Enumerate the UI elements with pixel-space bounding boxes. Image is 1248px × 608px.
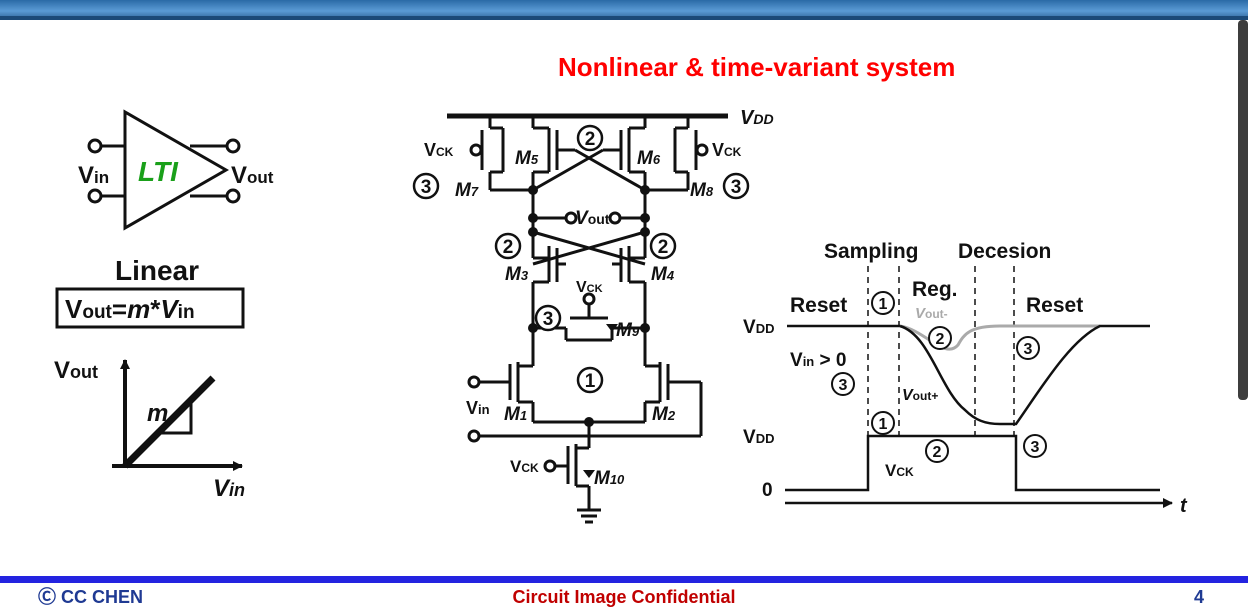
graph-vout-axis-label: Vout (54, 357, 98, 384)
phase-label-decesion: Decesion (958, 240, 1051, 263)
label-m3: M3 (505, 264, 529, 285)
circuit-vck-m9: VCK (576, 279, 603, 296)
timing-vdd-clock: VDD (743, 427, 774, 448)
svg-text:3: 3 (1031, 439, 1040, 456)
vout-plus-waveform (899, 324, 1150, 426)
label-m10: M10 (594, 468, 625, 489)
circuit-vin-label: Vin (466, 398, 490, 418)
terminal-out-top (225, 138, 241, 154)
svg-text:2: 2 (585, 129, 596, 150)
vout-waveforms (787, 324, 1150, 426)
terminal-out-bottom (225, 188, 241, 204)
timing-phase-markers: 1 2 3 3 1 2 3 (831, 291, 1047, 463)
circuit-vck-m10: VCK (510, 457, 539, 476)
slide-title: Nonlinear & time-variant system (558, 52, 956, 82)
label-m7: M7 (455, 180, 479, 201)
scrollbar-thumb[interactable] (1238, 20, 1248, 400)
timing-zero: 0 (762, 480, 773, 501)
svg-text:2: 2 (936, 331, 945, 348)
svg-text:3: 3 (543, 309, 554, 330)
svg-text:1: 1 (879, 416, 888, 433)
footer-confidential: Circuit Image Confidential (512, 587, 736, 607)
label-m9: M9 (616, 320, 640, 341)
circuit-phase-markers: 2 3 3 2 2 3 1 (412, 124, 750, 394)
phase-label-reg: Reg. (912, 278, 958, 301)
phase-label-reset-left: Reset (790, 294, 847, 317)
linear-graph (112, 359, 243, 471)
svg-text:3: 3 (1024, 341, 1033, 358)
linear-equation: Vout=m*Vin (65, 294, 195, 324)
vout-plus-label: Vout+ (902, 387, 938, 404)
label-m5: M5 (515, 148, 539, 169)
terminal-in-top (87, 138, 103, 154)
page-number: 4 (1193, 587, 1204, 607)
timing-vdd-top: VDD (743, 317, 774, 338)
label-m4: M4 (651, 264, 675, 285)
svg-text:1: 1 (585, 371, 596, 392)
phase-label-reset-right: Reset (1026, 294, 1083, 317)
footer-author: Ⓒ CC CHEN (38, 587, 144, 607)
svg-text:2: 2 (658, 237, 669, 258)
linear-label: Linear (115, 255, 199, 286)
label-m2: M2 (652, 404, 676, 425)
svg-text:3: 3 (731, 177, 742, 198)
circuit-vck-right: VCK (712, 140, 742, 160)
top-banner-edge (0, 16, 1248, 20)
lti-block (87, 109, 241, 231)
graph-vin-axis-label: Vin (213, 475, 245, 502)
vout-minus-label: Vout- (915, 305, 948, 322)
svg-text:3: 3 (839, 377, 848, 394)
timing-vck-label: VCK (885, 461, 914, 480)
circuit-junctions (528, 185, 650, 427)
bottom-banner (0, 576, 1248, 583)
circuit-vdd-label: VDD (740, 107, 774, 129)
lti-vout-label: Vout (231, 162, 274, 189)
phase-label-sampling: Sampling (824, 240, 919, 263)
comparator-circuit (447, 113, 728, 524)
vck-waveform (785, 434, 1160, 492)
circuit-vck-left: VCK (424, 140, 454, 160)
svg-text:1: 1 (879, 296, 888, 313)
circuit-vout-label: Vout (575, 208, 610, 229)
linear-equation-box (55, 287, 245, 329)
lti-vin-label: Vin (78, 162, 109, 189)
vout-minus-waveform (899, 324, 1100, 351)
svg-text:2: 2 (503, 237, 514, 258)
lti-triangle (123, 109, 230, 231)
graph-slope-label: m (147, 400, 168, 427)
label-m1: M1 (504, 404, 527, 425)
time-axis-label: t (1180, 495, 1188, 517)
terminal-in-bottom (87, 188, 103, 204)
top-banner (0, 0, 1248, 20)
timing-vin-condition: Vin > 0 (790, 350, 846, 371)
label-m8: M8 (690, 180, 714, 201)
lti-label: LTI (138, 156, 179, 187)
svg-text:2: 2 (933, 444, 942, 461)
label-m6: M6 (637, 148, 661, 169)
svg-text:3: 3 (421, 177, 432, 198)
